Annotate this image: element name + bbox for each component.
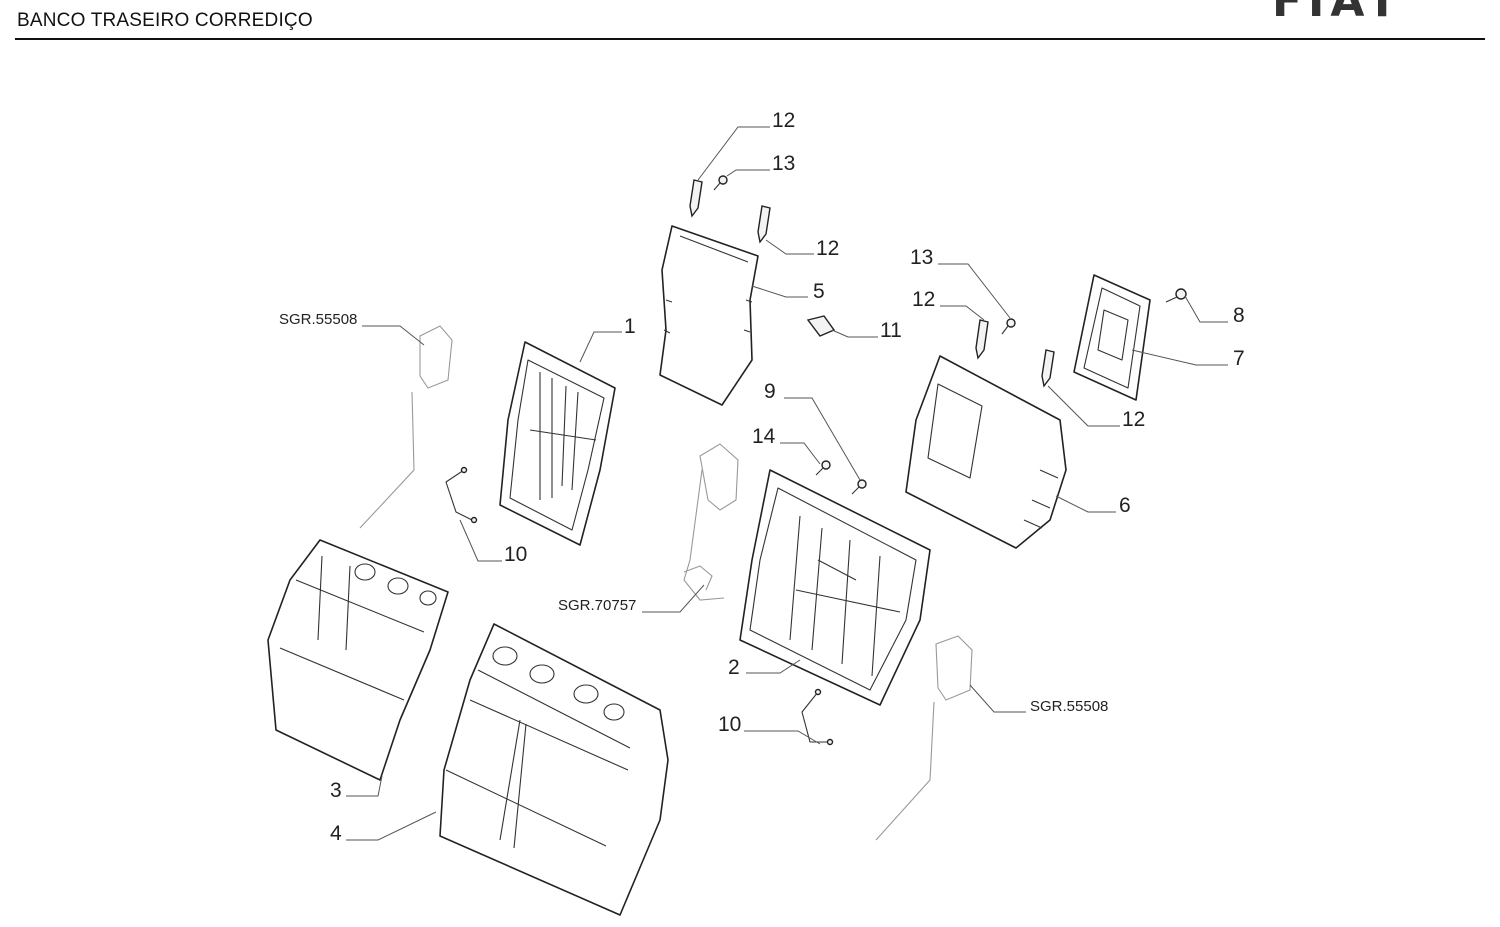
callout-9: 9 — [764, 380, 776, 403]
ref-label-sgr-55508-right[interactable]: SGR.55508 — [1030, 698, 1108, 715]
callout-14: 14 — [752, 425, 776, 448]
callout-3: 3 — [330, 779, 342, 802]
part-12-pin-a[interactable] — [689, 179, 703, 218]
part-10-wire-b[interactable] — [801, 688, 834, 746]
callout-12: 12 — [1122, 408, 1145, 431]
callout-7: 7 — [1233, 347, 1245, 370]
part-12-pin-d[interactable] — [1041, 349, 1055, 388]
part-3-backrest-cover[interactable] — [267, 539, 449, 781]
callout-5: 5 — [813, 280, 825, 303]
leader-lines — [346, 126, 1228, 841]
ref-headrest-ghost-left — [359, 325, 453, 529]
part-5-backrest-panel[interactable] — [659, 225, 759, 406]
callout-13: 13 — [910, 246, 933, 269]
ref-headrest-ghost-right — [875, 635, 973, 841]
callout-12: 12 — [816, 237, 839, 260]
header-rule — [15, 38, 1485, 40]
callout-10: 10 — [504, 543, 527, 566]
part-6-backrest-panel[interactable] — [905, 355, 1067, 549]
ref-seatbelt-ghost — [683, 443, 739, 601]
callout-4: 4 — [330, 822, 342, 845]
callout-13: 13 — [772, 152, 795, 175]
part-8-screw[interactable] — [1165, 288, 1187, 303]
callout-8: 8 — [1233, 304, 1245, 327]
part-1-backrest-frame[interactable] — [499, 341, 616, 546]
page-header: BANCO TRASEIRO CORREDIÇO FIAT — [0, 0, 1500, 42]
callout-10: 10 — [718, 713, 741, 736]
part-12-pin-b[interactable] — [757, 205, 771, 244]
callout-12: 12 — [912, 288, 935, 311]
part-2-backrest-frame[interactable] — [739, 469, 931, 706]
part-13-screw-a[interactable] — [713, 175, 728, 191]
brand-logo: FIAT — [1272, 0, 1392, 24]
callout-6: 6 — [1119, 494, 1131, 517]
part-14-screw[interactable] — [815, 460, 831, 476]
part-13-screw-b[interactable] — [1001, 318, 1016, 335]
part-10-wire-a[interactable] — [445, 466, 478, 524]
part-4-cushion-cover[interactable] — [439, 623, 669, 916]
part-7-frame[interactable] — [1073, 274, 1151, 401]
callout-1: 1 — [624, 315, 636, 338]
page-title: BANCO TRASEIRO CORREDIÇO — [17, 10, 313, 31]
callout-2: 2 — [728, 656, 740, 679]
ref-label-sgr-70757[interactable]: SGR.70757 — [558, 597, 636, 614]
part-12-pin-c[interactable] — [975, 319, 989, 360]
callout-11: 11 — [880, 319, 902, 342]
part-11-clip[interactable] — [806, 315, 836, 337]
callout-12: 12 — [772, 109, 795, 132]
part-9-screw[interactable] — [851, 479, 867, 495]
ref-label-sgr-55508-left[interactable]: SGR.55508 — [279, 311, 357, 328]
